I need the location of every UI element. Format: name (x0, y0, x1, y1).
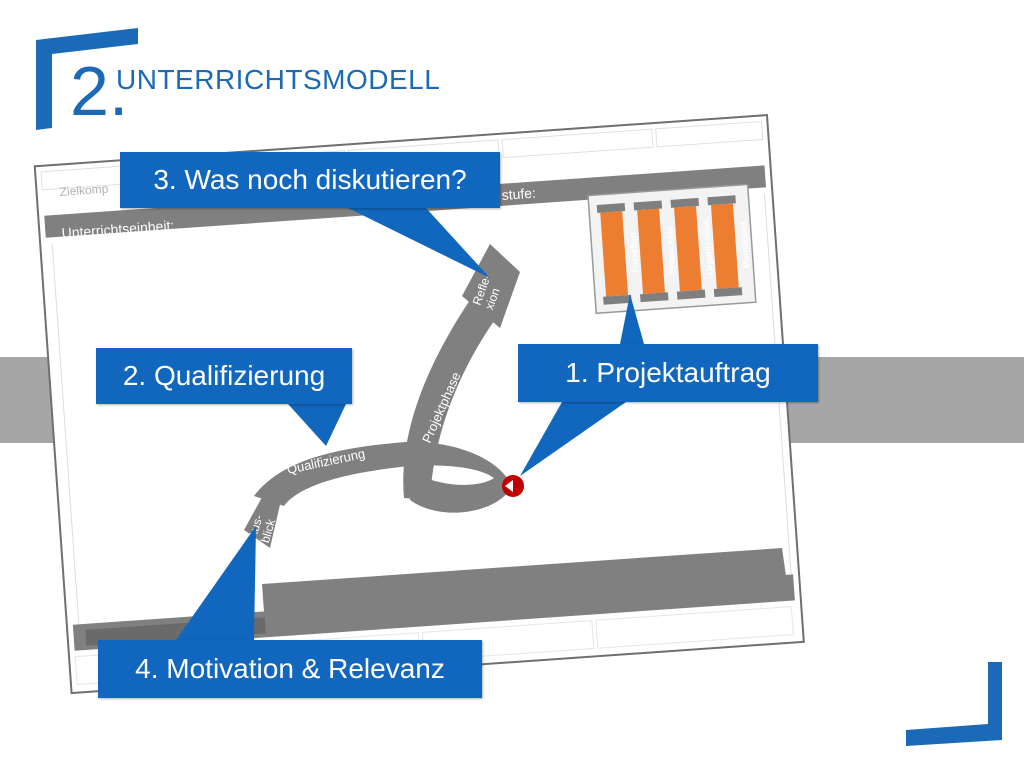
path-segment-projektphase (403, 300, 496, 500)
slide-number: 2. (70, 52, 129, 130)
pillar-entwickeln (633, 200, 669, 303)
pillar-box: Forschen Entwickeln Organisation Mündigk… (587, 183, 757, 315)
path-segment-reflexion (462, 244, 520, 328)
path-segment-qualifizierung (254, 442, 410, 506)
pointer-qualifizierung (288, 404, 346, 446)
pillar-label-forschen: Forschen (628, 232, 641, 273)
callout-projektauftrag: 1. Projektauftrag (518, 344, 818, 402)
pointer-diskutieren (348, 208, 490, 278)
process-path (244, 244, 524, 548)
pointer-projektauftrag (520, 402, 626, 476)
corner-bracket-bottom-right (906, 662, 1002, 746)
callout-motivation: 4. Motivation & Relevanz (98, 640, 482, 698)
pillar-label-entwickeln: Entwickeln (664, 226, 677, 274)
worksheet-bottom-band (262, 548, 786, 612)
slide-title: UNTERRICHTSMODELL (116, 64, 441, 95)
callout-diskutieren: 3. Was noch diskutieren? (120, 152, 500, 208)
corner-bracket-top-left (36, 28, 138, 130)
pillar-forschen (596, 203, 632, 305)
pillar-label-muendigkeit: Mündigkeit (738, 221, 751, 269)
field-zielkompetenz: Zielkomp (59, 182, 109, 199)
pillar-organisation (670, 197, 706, 300)
pillar-muendigkeit (707, 195, 743, 298)
field-unterrichtseinheit: Unterrichtseinheit: (61, 217, 175, 241)
field-stufe: stufe: (501, 185, 536, 203)
pointer-motivation (176, 526, 256, 640)
pointer-projektauftrag-top (620, 294, 644, 344)
pillar-label-organisation: Organisation (701, 219, 715, 275)
callout-qualifizierung: 2. Qualifizierung (96, 348, 352, 404)
field-stundenumfang: Stundenumfa (95, 599, 179, 621)
